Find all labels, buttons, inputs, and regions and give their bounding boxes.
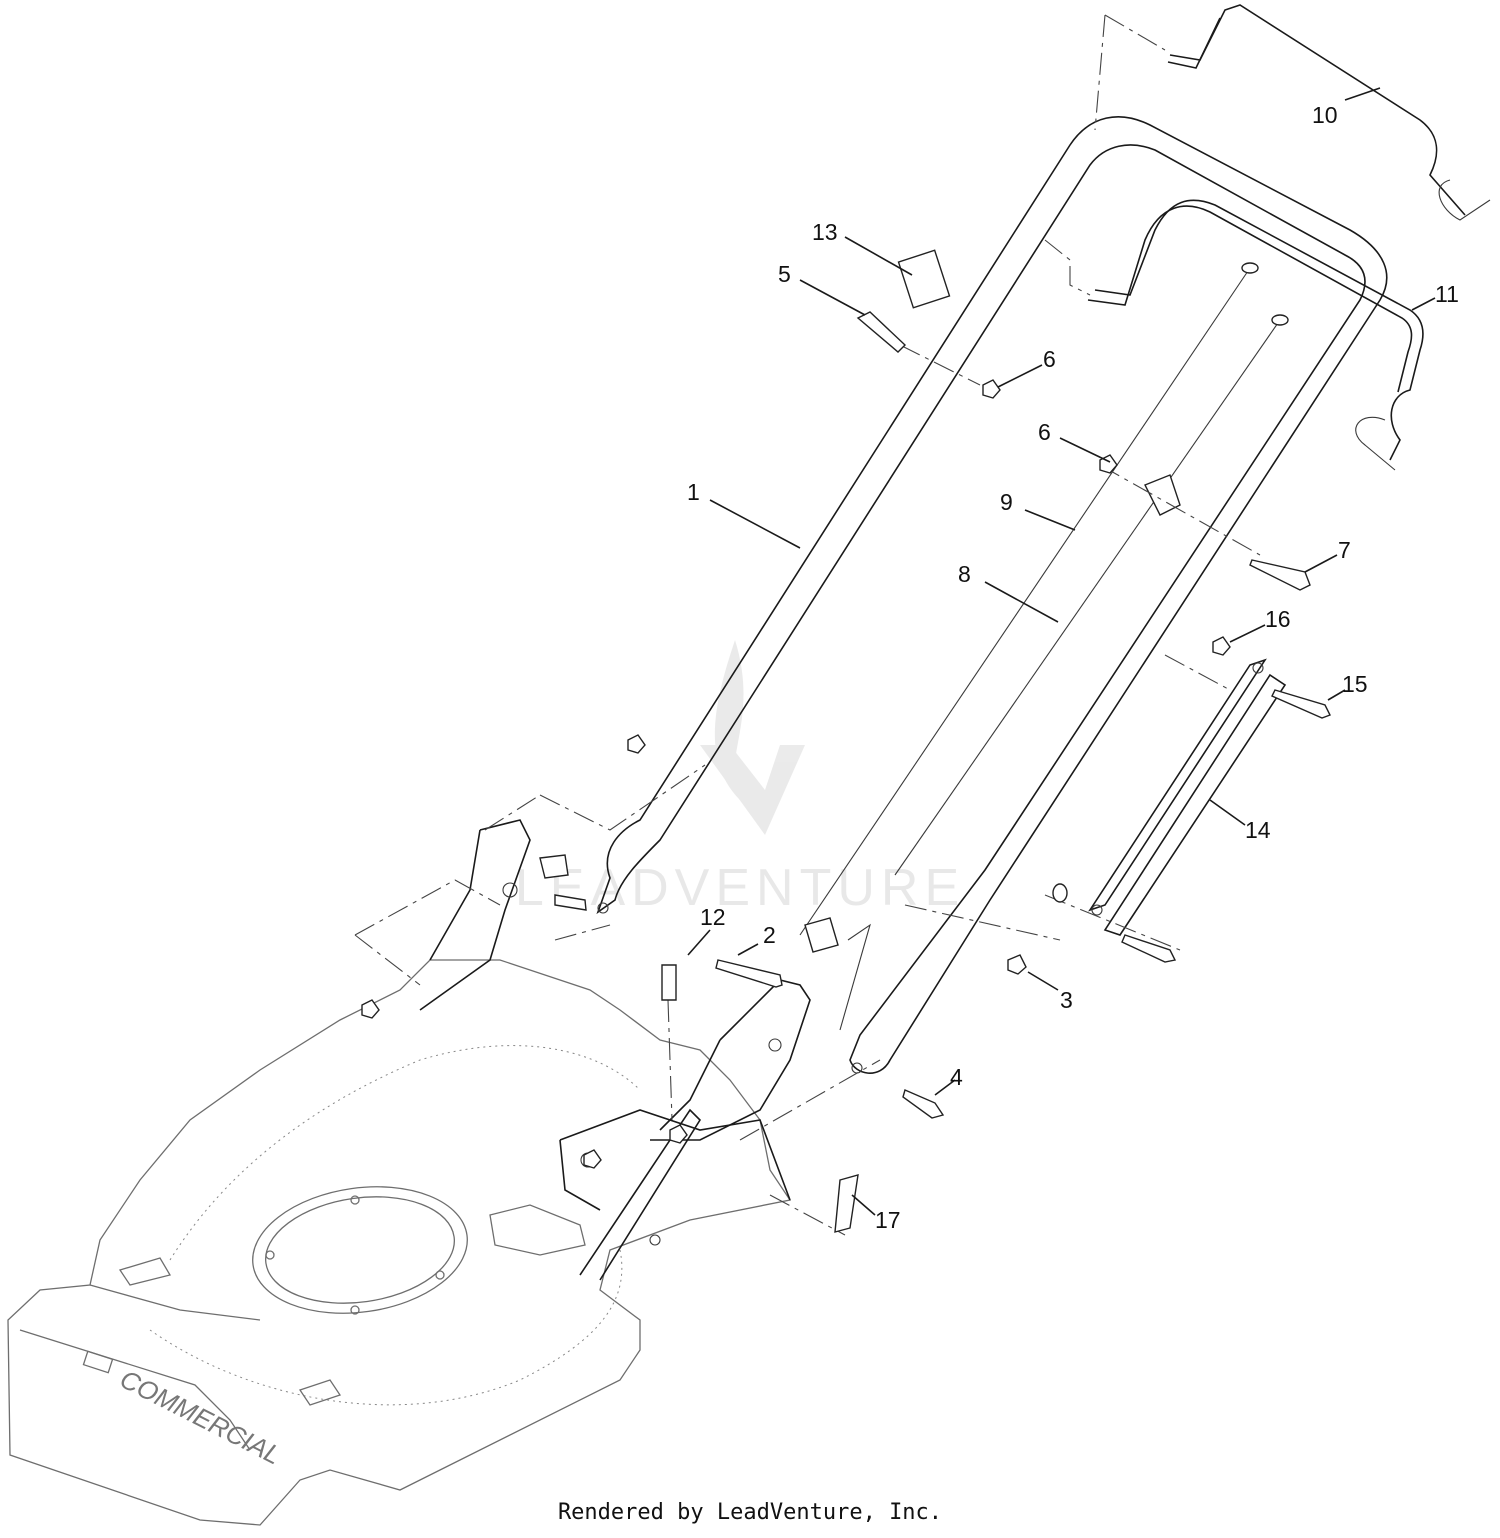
callout-1: 1	[687, 479, 700, 505]
callout-7: 7	[1338, 537, 1351, 563]
callouts: 1 2 3 4 5 6 6 7 8 9 10 11 12 13 14 15 16…	[687, 102, 1459, 1233]
link-bar	[1088, 658, 1287, 936]
callout-11: 11	[1435, 281, 1459, 307]
brand-badge: COMMERCIAL	[115, 1364, 286, 1471]
hardware	[361, 249, 1331, 1233]
callout-6-upper: 6	[1043, 346, 1056, 372]
callout-9: 9	[1000, 489, 1013, 515]
callout-15: 15	[1342, 671, 1368, 697]
rear-bracket	[419, 819, 811, 1281]
callout-12: 12	[700, 904, 726, 930]
mower-deck: COMMERCIAL	[7, 959, 792, 1526]
leader-lines	[687, 87, 1436, 1216]
callout-16: 16	[1265, 606, 1291, 632]
callout-14: 14	[1245, 817, 1271, 843]
callout-6-lower: 6	[1038, 419, 1051, 445]
callout-4: 4	[950, 1064, 963, 1090]
callout-2: 2	[763, 922, 776, 948]
alignment-lines	[354, 14, 1261, 1236]
watermark-logo: LEADVENTURE	[515, 640, 965, 917]
render-credit: Rendered by LeadVenture, Inc.	[557, 1500, 943, 1525]
callout-13: 13	[812, 219, 838, 245]
control-bail	[1167, 4, 1491, 221]
callout-8: 8	[958, 561, 971, 587]
callout-17: 17	[875, 1207, 901, 1233]
callout-3: 3	[1060, 987, 1073, 1013]
bail-bar	[1087, 199, 1424, 471]
callout-10: 10	[1312, 102, 1338, 128]
svg-text:LEADVENTURE: LEADVENTURE	[515, 859, 965, 917]
callout-5: 5	[778, 261, 791, 287]
